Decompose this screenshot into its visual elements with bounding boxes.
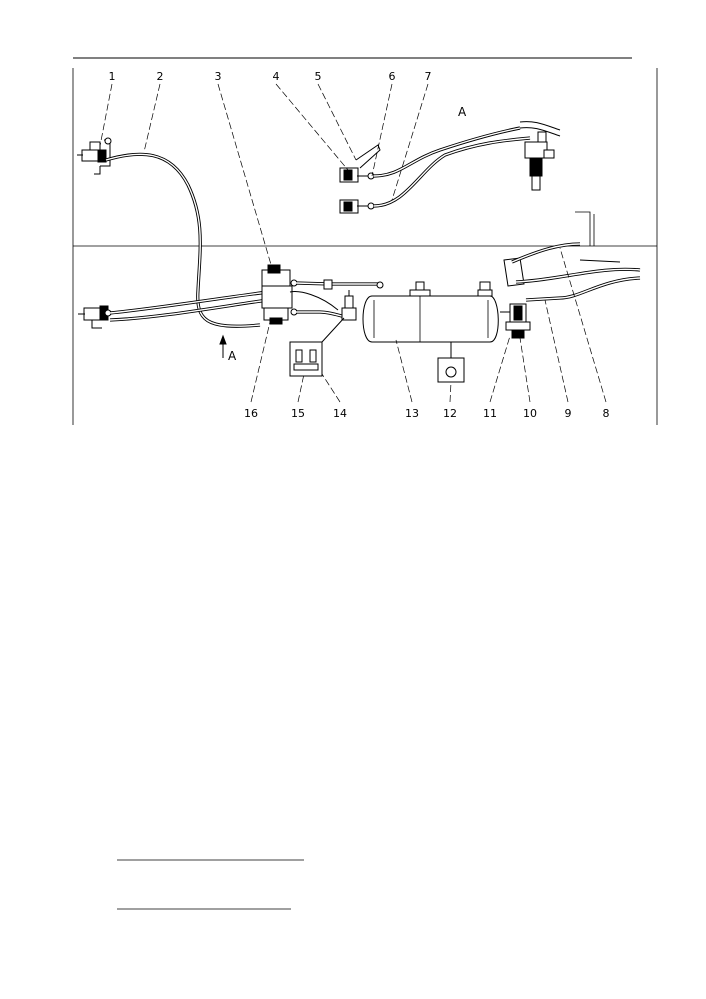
callout-11: 11 xyxy=(483,407,497,420)
callout-2: 2 xyxy=(157,70,164,83)
leader-lines xyxy=(99,83,607,403)
pressure-switch-14 xyxy=(341,290,357,321)
top-view xyxy=(77,121,561,328)
view-arrow-label-a: A xyxy=(228,349,237,363)
hose-2 xyxy=(105,152,261,328)
valve-block-16 xyxy=(261,264,298,325)
inset-15 xyxy=(289,317,345,377)
valve-bracket-1 xyxy=(77,137,112,175)
callouts-bottom: 16 15 14 13 12 11 10 9 8 xyxy=(244,407,610,420)
callout-9: 9 xyxy=(565,407,572,420)
callout-12: 12 xyxy=(443,407,457,420)
callout-7: 7 xyxy=(425,70,432,83)
inset-12 xyxy=(437,342,465,383)
callout-5: 5 xyxy=(315,70,322,83)
callout-15: 15 xyxy=(291,407,305,420)
callout-10: 10 xyxy=(523,407,537,420)
callout-13: 13 xyxy=(405,407,419,420)
callouts-top: 1 2 3 4 5 6 7 xyxy=(109,70,432,83)
air-receiver-13 xyxy=(362,281,499,343)
hose-bracket-8 xyxy=(503,211,641,287)
bottom-view xyxy=(78,211,641,383)
callout-16: 16 xyxy=(244,407,258,420)
callout-6: 6 xyxy=(389,70,396,83)
callout-4: 4 xyxy=(273,70,280,83)
callout-14: 14 xyxy=(333,407,347,420)
callout-1: 1 xyxy=(109,70,116,83)
valve-left-bottom xyxy=(78,305,112,329)
callout-3: 3 xyxy=(215,70,222,83)
brake-valve-cluster xyxy=(339,121,561,214)
view-arrow-a xyxy=(219,334,227,358)
unloader-valve-10 xyxy=(500,303,531,339)
callout-8: 8 xyxy=(603,407,610,420)
view-label-a: A xyxy=(458,105,467,119)
